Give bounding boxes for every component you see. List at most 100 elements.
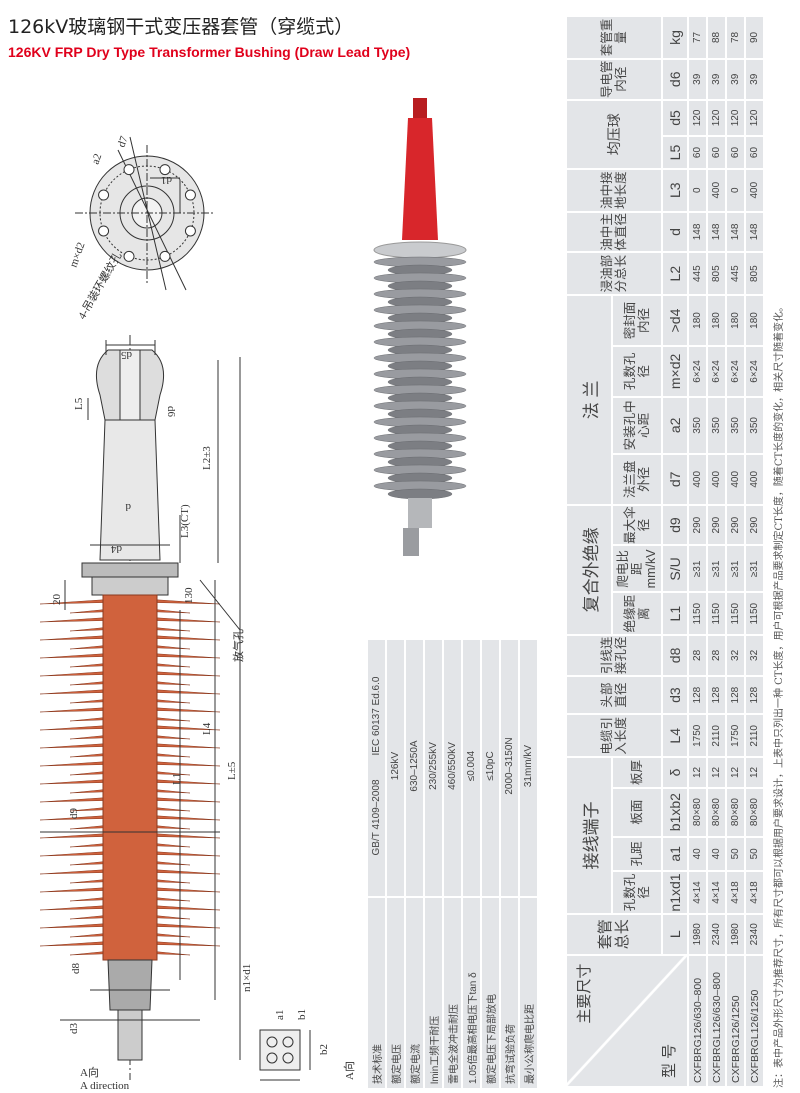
col-header-b1xb2: 板面 [613,788,661,836]
value-cell: 400 [727,454,744,504]
label-d7: d7 [116,134,131,149]
value-cell: 180 [746,296,763,345]
value-cell: 78 [727,17,744,58]
page-title: 126kV玻璃钢干式变压器套管（穿缆式） [8,16,354,38]
col-header-δ: 板厚 [613,758,661,787]
value-cell: 12 [746,758,763,787]
label-L4: L4 [201,722,213,735]
model-cell: CXFBRGL126/630–800 [708,955,725,1086]
label-L3: L3(CT) [179,504,191,538]
spec-value: GB/T 4109–2008IEC 60137 Ed.6.0 [368,640,385,896]
value-cell: 120 [708,100,725,136]
flange-hole-icon [123,250,135,262]
col-symbol: d3 [663,676,687,714]
col-header-n1xd1: 孔数孔径 [613,872,661,913]
value-cell: 88 [708,17,725,58]
value-cell: 1980 [689,914,706,954]
value-cell: 128 [708,676,725,714]
col-header-m×d2: 孔数孔径 [613,346,661,396]
value-cell: 128 [727,676,744,714]
spec-row: 额定电压 126kV [387,640,404,1088]
value-cell: 6×24 [746,346,763,396]
col-header-L2: 浸油部分总长 [567,253,661,295]
value-cell: 350 [727,397,744,453]
value-cell: 120 [689,100,706,136]
value-cell: 32 [727,636,744,675]
col-header-a2: 安装孔中心距 [613,397,661,453]
value-cell: 90 [746,17,763,58]
value-cell: 350 [689,397,706,453]
spec-value: 460/550kV [444,640,461,896]
col-header-L1: 绝缘距离 [613,593,661,635]
label-d8: d8 [70,963,82,975]
value-cell: 6×24 [708,346,725,396]
product-photo [373,98,467,556]
spec-value: 630–1250A [406,640,423,896]
col-symbol: >d4 [663,296,687,345]
value-cell: 148 [727,212,744,252]
label-a-direction-cn: A向 [80,1065,99,1079]
col-symbol: L [663,914,687,954]
value-cell: 1750 [689,715,706,757]
label-L5: L5 [73,397,85,410]
value-cell: 445 [689,253,706,295]
terminal-a-view: n1×d1 b1 a1 b2 A向 [241,964,356,1081]
value-cell: 60 [708,137,725,168]
value-cell: 128 [689,676,706,714]
corner-top-label: 主要尺寸 [576,963,593,1024]
flange-hole-icon [159,164,171,176]
model-cell: CXFBRGL126/1250 [746,955,763,1086]
spec-value: ≤0.004 [463,640,480,896]
value-cell: 180 [689,296,706,345]
value-cell: 805 [708,253,725,295]
flange-hole-icon [98,189,110,201]
value-cell: 6×24 [727,346,744,396]
value-cell: 290 [727,505,744,545]
label-d: d [125,501,131,513]
value-cell: 148 [746,212,763,252]
value-cell: 6×24 [689,346,706,396]
spec-value: 126kV [387,640,404,896]
value-cell: 80×80 [727,788,744,836]
value-cell: ≥31 [708,546,725,592]
value-cell: 0 [689,169,706,211]
col-header-S/U: 爬电比距 mm/kV [613,546,661,592]
label-a1: a1 [274,1010,286,1020]
group-ball: 均压球 [567,100,661,168]
value-cell: 39 [727,59,744,99]
col-symbol: S/U [663,546,687,592]
col-header-a1: 孔距 [613,837,661,871]
value-cell: 120 [727,100,744,136]
label-L: L±5 [226,761,238,780]
label-d4: d4 [111,543,123,555]
model-cell: CXFBRG126/1250 [727,955,744,1086]
label-L2: L2±3 [201,446,213,470]
value-cell: 120 [746,100,763,136]
technical-drawing: a2 d7 d1 m×d2 4-吊装环螺纹孔 [39,98,467,1092]
value-cell: 28 [689,636,706,675]
value-cell: 180 [708,296,725,345]
value-cell: 400 [708,454,725,504]
value-cell: 2340 [746,914,763,954]
col-header->d4: 密封面内径 [613,296,661,345]
value-cell: 4×18 [746,872,763,913]
value-cell: 40 [689,837,706,871]
value-cell: 80×80 [708,788,725,836]
value-cell: ≥31 [689,546,706,592]
spec-value: 230/255kV [425,640,442,896]
group-terminal: 接线端子 [567,758,611,913]
value-cell: 400 [746,454,763,504]
value-cell: 180 [727,296,744,345]
value-cell: 148 [708,212,725,252]
value-cell: 350 [708,397,725,453]
value-cell: 290 [708,505,725,545]
group-insulation: 复合外绝缘 [567,505,611,635]
spec-label: 额定电压 [387,898,404,1088]
col-symbol: L5 [663,137,687,168]
label-b2: b2 [318,1044,330,1055]
spec-label: 雷电全波冲击耐压 [444,898,461,1088]
value-cell: 12 [727,758,744,787]
